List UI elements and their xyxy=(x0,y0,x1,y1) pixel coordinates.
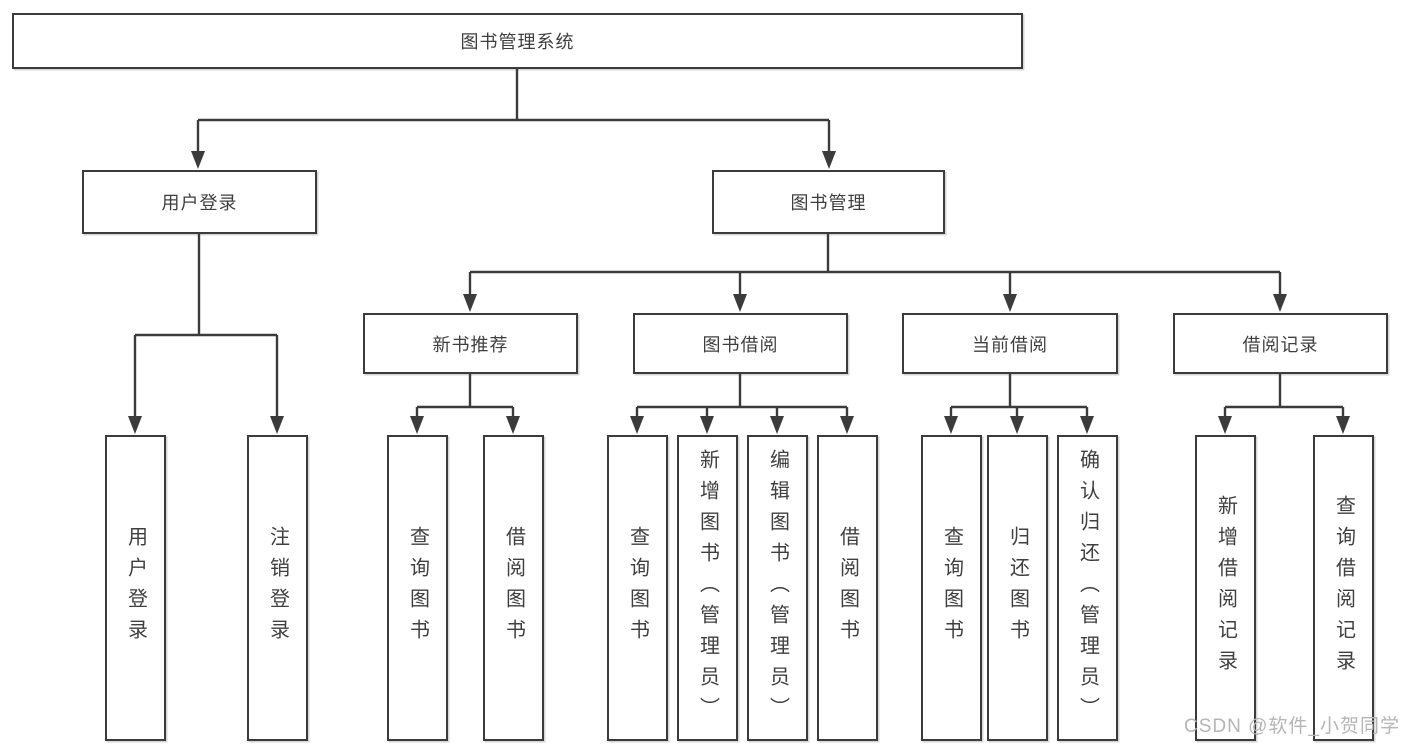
node-borrow-books-recommend: 借阅图书 xyxy=(483,435,544,741)
node-logout-leaf: 注销登录 xyxy=(247,435,308,741)
node-confirm-return-admin: 确认归还（管理员） xyxy=(1057,435,1118,741)
node-label: 归还图书 xyxy=(1006,526,1029,650)
node-add-borrow-record: 新增借阅记录 xyxy=(1195,435,1256,741)
node-label: 查询图书 xyxy=(626,526,649,650)
node-add-book-admin: 新增图书（管理员） xyxy=(677,435,738,741)
node-label: 图书借阅 xyxy=(702,334,779,355)
node-query-books-current: 查询图书 xyxy=(921,435,982,741)
arrowheads xyxy=(128,151,1350,434)
node-library-system: 图书管理系统 xyxy=(12,13,1023,69)
node-label: 用户登录 xyxy=(124,526,147,650)
node-label: 当前借阅 xyxy=(972,334,1048,355)
node-book-borrowing: 图书借阅 xyxy=(633,313,848,374)
node-label: 查询图书 xyxy=(940,526,963,650)
node-query-books-borrowing: 查询图书 xyxy=(607,435,668,741)
node-label: 图书管理系统 xyxy=(460,32,575,52)
node-label: 新增借阅记录 xyxy=(1214,495,1237,681)
node-label: 查询借阅记录 xyxy=(1332,495,1355,681)
node-user-login: 用户登录 xyxy=(82,170,317,234)
node-label: 借阅记录 xyxy=(1242,334,1319,355)
node-label: 新增图书（管理员） xyxy=(696,448,719,728)
node-label: 用户登录 xyxy=(161,193,238,213)
node-borrowing-records: 借阅记录 xyxy=(1173,313,1388,374)
node-label: 新书推荐 xyxy=(432,334,509,355)
node-label: 确认归还（管理员） xyxy=(1076,448,1099,728)
node-user-login-leaf: 用户登录 xyxy=(105,435,166,741)
node-label: 借阅图书 xyxy=(836,526,859,650)
node-label: 借阅图书 xyxy=(502,526,525,650)
node-return-books: 归还图书 xyxy=(987,435,1048,741)
node-query-borrow-record: 查询借阅记录 xyxy=(1313,435,1374,741)
node-label: 图书管理 xyxy=(790,193,867,213)
node-edit-book-admin: 编辑图书（管理员） xyxy=(747,435,808,741)
node-new-book-recommend: 新书推荐 xyxy=(363,313,578,374)
node-label: 编辑图书（管理员） xyxy=(766,448,789,728)
node-label: 注销登录 xyxy=(266,526,289,650)
node-book-management: 图书管理 xyxy=(712,170,945,234)
node-query-books-recommend: 查询图书 xyxy=(387,435,448,741)
node-label: 查询图书 xyxy=(406,526,429,650)
node-borrow-books-borrowing: 借阅图书 xyxy=(817,435,878,741)
watermark: CSDN @软件_小贺同学 xyxy=(1184,716,1400,737)
node-current-borrowing: 当前借阅 xyxy=(902,313,1118,374)
